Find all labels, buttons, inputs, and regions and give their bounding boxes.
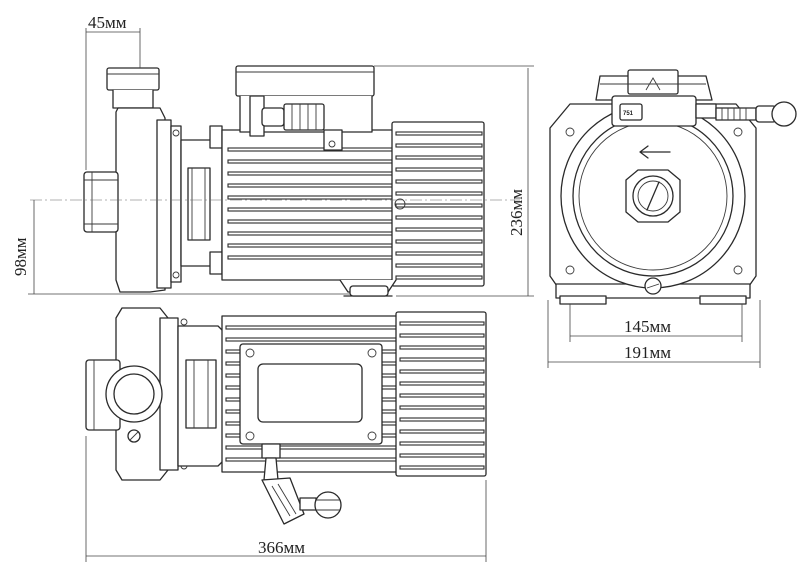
cooling-fin (227, 255, 395, 260)
front-outlet (595, 69, 713, 101)
cover-rib (395, 239, 483, 244)
top-cover-ribs (399, 321, 485, 470)
cover-rib (395, 275, 483, 280)
side-adapter (180, 125, 232, 275)
cover-rib (399, 441, 485, 446)
cover-rib (395, 179, 483, 184)
front-view: 751 (549, 69, 797, 305)
cooling-fin (227, 219, 395, 224)
cooling-fin (225, 325, 399, 330)
cover-rib (399, 321, 485, 326)
cooling-fin (227, 231, 395, 236)
cover-rib (399, 345, 485, 350)
cover-rib (399, 417, 485, 422)
cover-rib (395, 263, 483, 268)
top-view (85, 307, 487, 525)
side-feet (339, 279, 397, 297)
cooling-fin (225, 445, 399, 450)
cover-rib (395, 155, 483, 160)
dim-shaft-height: 98мм (11, 237, 30, 276)
cover-rib (395, 131, 483, 136)
cover-rib (399, 381, 485, 386)
dimension-lines (28, 28, 761, 562)
cover-rib (399, 393, 485, 398)
top-motor (221, 315, 399, 473)
front-body (549, 103, 757, 305)
dim-outlet-offset: 45мм (88, 13, 127, 32)
cover-rib (395, 167, 483, 172)
cover-rib (395, 251, 483, 256)
side-fan-cover (391, 121, 485, 287)
side-terminal-box (235, 65, 375, 151)
cover-rib (395, 203, 483, 208)
cooling-fin (225, 457, 399, 462)
cooling-fin (227, 171, 395, 176)
cooling-fin (227, 195, 395, 200)
cooling-fin (227, 159, 395, 164)
cover-rib (395, 227, 483, 232)
dimension-labels: 45мм 98мм 236мм 145мм 191мм 366мм (11, 13, 671, 557)
cover-rib (395, 191, 483, 196)
dim-overall-length: 366мм (258, 538, 305, 557)
cooling-fin (227, 243, 395, 248)
cover-rib (399, 369, 485, 374)
cover-rib (399, 429, 485, 434)
cover-rib (399, 465, 485, 470)
side-cover-ribs (395, 131, 483, 280)
cooling-fin (227, 147, 395, 152)
top-adapter (177, 325, 236, 467)
side-motor (221, 129, 395, 281)
model-badge: 751 (623, 111, 634, 117)
cover-rib (399, 453, 485, 458)
top-cable-plug (261, 443, 342, 525)
top-fan-cover (395, 311, 487, 477)
side-outlet-neck (106, 67, 160, 109)
cooling-fin (227, 207, 395, 212)
side-view (30, 65, 520, 297)
dim-overall-width: 191мм (624, 343, 671, 362)
cover-rib (399, 357, 485, 362)
dim-base-width: 145мм (624, 317, 671, 336)
dim-overall-height: 236мм (507, 189, 526, 236)
front-terminal-box: 751 (611, 95, 797, 127)
cover-rib (395, 143, 483, 148)
cover-rib (399, 405, 485, 410)
cover-rib (395, 215, 483, 220)
top-pump-head (85, 307, 188, 481)
cooling-fin (225, 337, 399, 342)
cover-rib (399, 333, 485, 338)
cooling-fin (227, 183, 395, 188)
